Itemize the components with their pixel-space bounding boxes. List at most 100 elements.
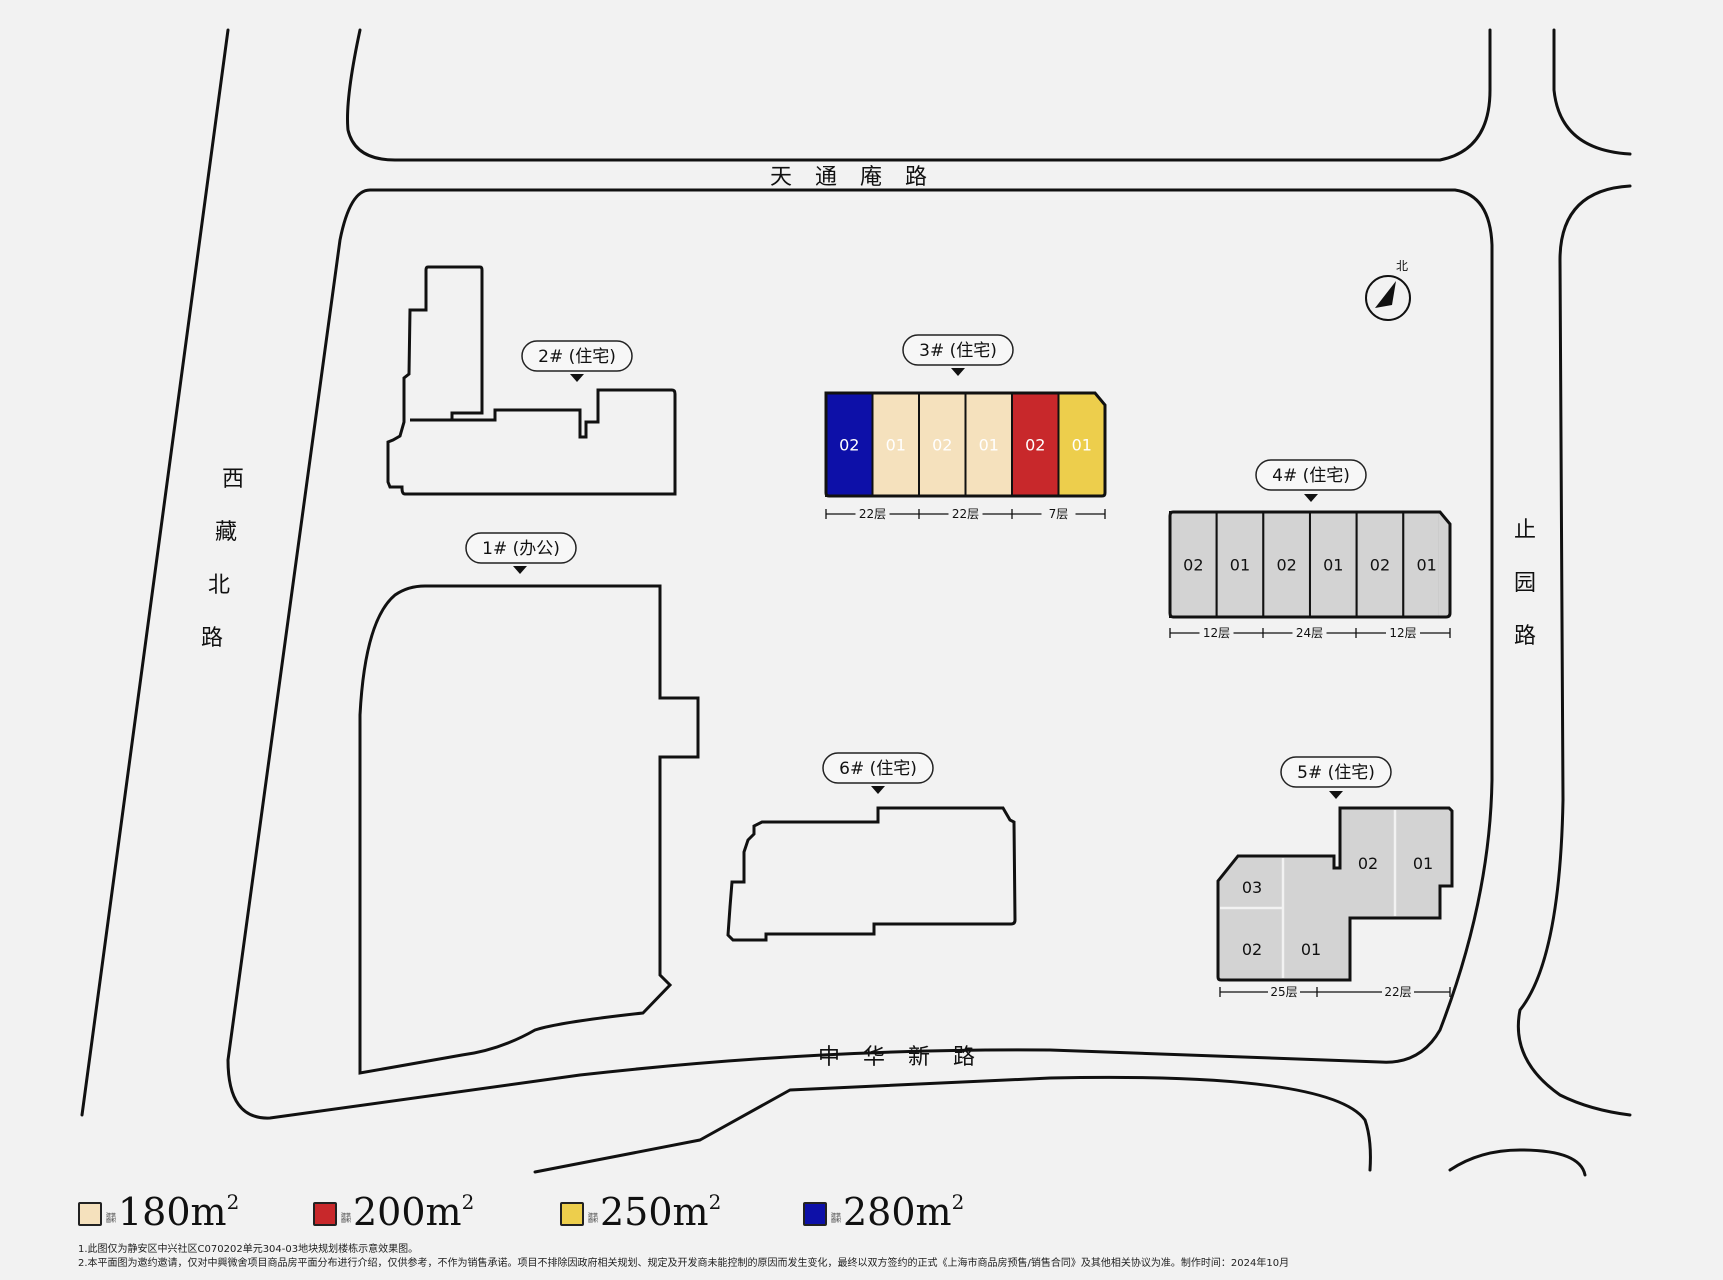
building-3-unit-corner [1094,393,1104,496]
road-label-north: 天 通 庵 路 [770,165,935,190]
building-4-unit-label-1: 01 [1230,556,1250,575]
legend-swatch-1 [313,1202,337,1226]
building-5-tag[interactable]: 5# (住宅) [1280,756,1392,799]
building-1-tag[interactable]: 1# (办公) [465,532,577,574]
building-3-unit-label-2: 02 [932,436,952,455]
road-east-edge [1516,184,1632,1117]
building-4-unit-corner [1438,512,1449,617]
b4-floors-label-0: 12层 [1203,626,1230,640]
note-1: 1.此图仅为静安区中兴社区C070202单元304-03地块规划楼栋示意效果图。 [78,1244,419,1255]
building-3-unit-label-5: 01 [1072,436,1092,455]
building-5-outline[interactable] [1216,806,1454,982]
legend-area-sup-2: 2 [708,1190,722,1214]
legend-area-2: 250m2 [600,1192,721,1232]
building-5-floor-label-bg-0 [1268,984,1300,1000]
building-4-unit-label-2: 02 [1276,556,1296,575]
b4-floors-label-bg-0 [1199,625,1234,641]
building-3-tag[interactable]: 3# (住宅) [902,334,1014,376]
building-5-floor-dimension [1219,987,1451,997]
legend-swatch-2 [560,1202,584,1226]
building-6-outline [726,806,1017,942]
building-5-unit-01-right: 01 [1413,854,1433,873]
building-5-floor-label-0: 25层 [1270,985,1297,999]
legend-small-label-2: 建筑面积 [588,1213,599,1224]
building-5-label: 5# (住宅) [1297,763,1375,783]
building-4-unit-label-4: 02 [1370,556,1390,575]
road-label-south: 中 华 新 路 [818,1045,983,1070]
b3-floors-label-2: 7层 [1049,507,1069,521]
road-northeast-corner [1552,28,1632,156]
legend-swatch-0 [78,1202,102,1226]
legend-swatch-3 [803,1202,827,1226]
building-4-tag[interactable]: 4# (住宅) [1255,459,1367,502]
legend-area-sup-3: 2 [951,1190,965,1214]
legend-area-3: 280m2 [843,1192,964,1232]
road-label-west-1: 藏 [215,520,237,545]
building-2-tag[interactable]: 2# (住宅) [521,340,633,382]
legend-area-value-1: 200m [353,1190,462,1234]
building-5-floor-label-bg-1 [1382,984,1414,1000]
road-label-west-2: 北 [208,573,230,598]
building-2-pointer [570,374,584,382]
building-1-label: 1# (办公) [482,539,560,559]
road-west-outer-edge [80,28,230,1117]
building-2-label: 2# (住宅) [538,347,616,367]
building-3-unit-label-0: 02 [839,436,859,455]
building-4-outline [1168,510,1452,619]
building-4-unit-label-5: 01 [1416,556,1436,575]
building-4-label: 4# (住宅) [1272,466,1350,486]
b4-floors-label-2: 12层 [1389,626,1416,640]
b3-floors-label-bg-0 [855,506,890,522]
building-1-outline [358,584,700,1075]
road-label-west-0: 西 [222,467,244,492]
building-3-unit-label-1: 01 [886,436,906,455]
road-label-west-3: 路 [201,626,223,651]
road-north-upper-edge [346,28,1492,162]
road-south-lower-edge [533,1075,1372,1174]
building-5-unit-03: 03 [1242,878,1262,897]
legend-area-sup-1: 2 [461,1190,475,1214]
legend-area-value-2: 250m [600,1190,709,1234]
building-3-unit-label-4: 02 [1025,436,1045,455]
north-arrow-icon: 北 [1365,259,1411,321]
legend-small-label-3: 建筑面积 [831,1213,842,1224]
building-5-pointer [1329,791,1343,799]
building-4-unit-2[interactable] [1262,511,1311,618]
building-6-tag[interactable]: 6# (住宅) [822,752,934,794]
legend-small-label-0: 建筑面积 [106,1213,117,1224]
legend-area-1: 200m2 [353,1192,474,1232]
building-5: 03 02 01 02 01 [1216,806,1454,982]
building-6-pointer [871,786,885,794]
building-2-outline [386,265,677,496]
road-label-east-2: 路 [1514,624,1536,649]
legend-small-label-1: 建筑面积 [341,1213,352,1224]
building-4-unit-3[interactable] [1308,511,1358,618]
b4-floors-label-bg-1 [1292,625,1327,641]
b4-floors-label-bg-2 [1386,625,1420,641]
legend-area-sup-0: 2 [226,1190,240,1214]
disclaimer-notes: 1.此图仅为静安区中兴社区C070202单元304-03地块规划楼栋示意效果图。… [78,1243,1698,1271]
site-boundary [226,188,1494,1120]
building-6-label: 6# (住宅) [839,759,917,779]
legend-area-value-3: 280m [843,1190,952,1234]
building-3-unit-label-3: 01 [979,436,999,455]
b3-floors-label-0: 22层 [859,507,886,521]
road-southeast-corner [1448,1148,1587,1177]
b3-floors-label-bg-1 [948,506,983,522]
building-4-unit-label-3: 01 [1323,556,1343,575]
building-5-floor-label-1: 22层 [1384,985,1411,999]
legend-area-value-0: 180m [118,1190,227,1234]
north-arrow-label: 北 [1396,259,1408,273]
building-3-label: 3# (住宅) [919,341,997,361]
building-3-outline [824,391,1107,498]
building-4-pointer [1304,494,1318,502]
legend-area-0: 180m2 [118,1192,239,1232]
building-3-pointer [951,368,965,376]
